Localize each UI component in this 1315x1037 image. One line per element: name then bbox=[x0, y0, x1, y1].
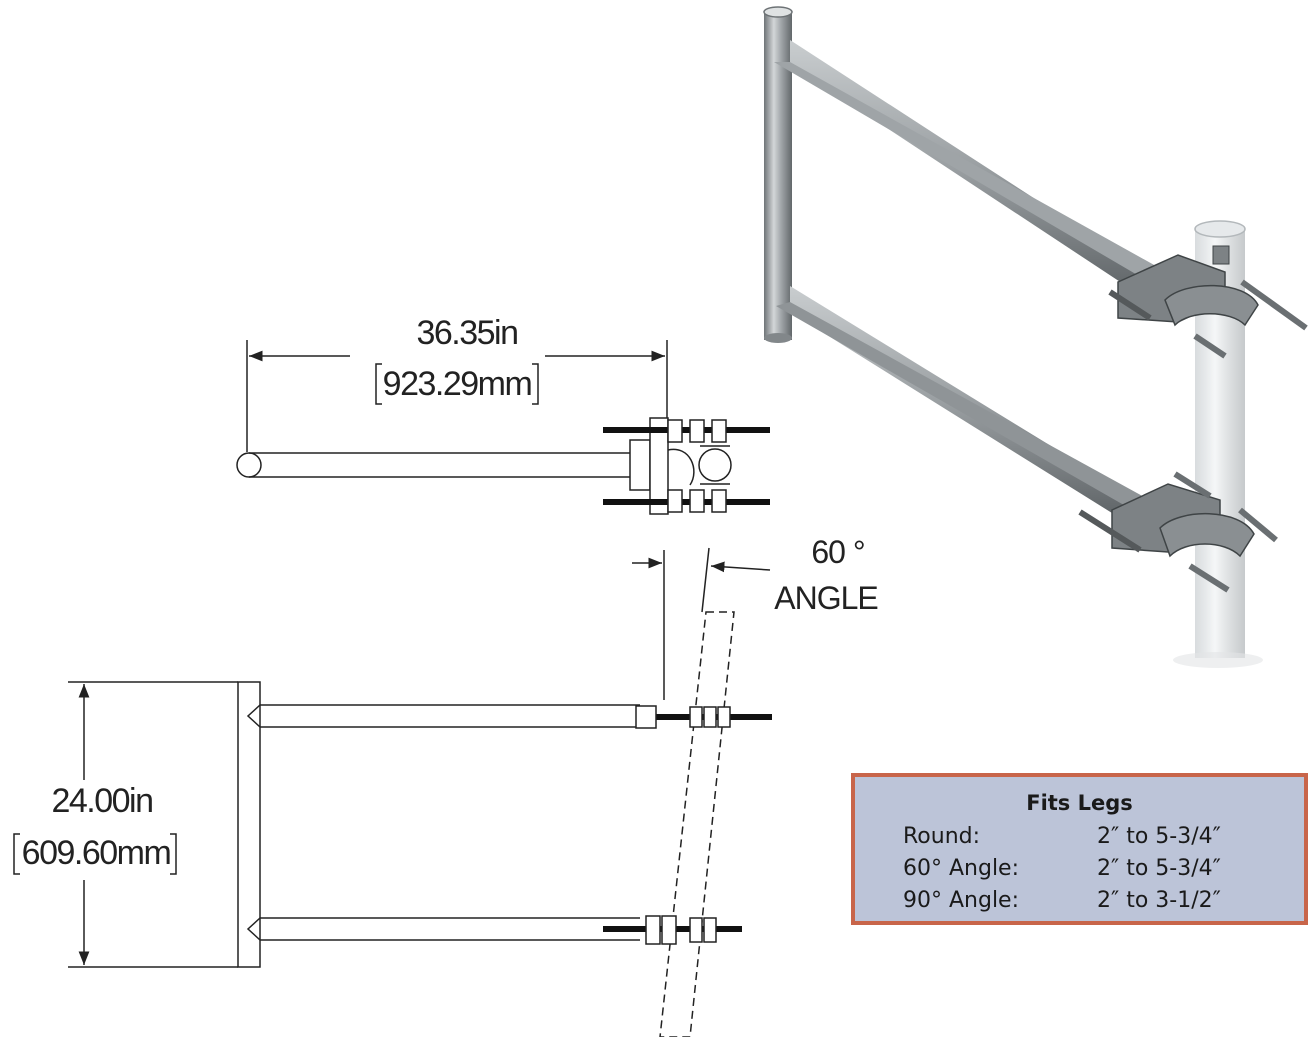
height-mm-bracket-right bbox=[170, 833, 177, 875]
top-view-drawing bbox=[236, 340, 770, 515]
standoff-vertical-pipe bbox=[764, 10, 792, 340]
spec-row-label: 90° Angle: bbox=[903, 888, 1020, 913]
pipe-end-circle bbox=[236, 452, 262, 478]
spec-row-value: 2″ to 5-3/4″ bbox=[1097, 824, 1221, 849]
width-mm-bracket-left bbox=[375, 363, 382, 405]
spec-row-label: 60° Angle: bbox=[903, 856, 1020, 881]
side-view-drawing bbox=[68, 547, 772, 1037]
spec-box-title: Fits Legs bbox=[1026, 791, 1133, 815]
bracket-3d-render bbox=[763, 6, 1308, 668]
angle-arrow-right bbox=[710, 561, 771, 573]
upper-diagonal-arm bbox=[774, 62, 1190, 300]
lower-diagonal-arm bbox=[776, 302, 1195, 540]
upper-clamp bbox=[1108, 245, 1308, 359]
width-inches-label: 36.35in bbox=[416, 314, 517, 352]
spec-row-value: 2″ to 3-1/2″ bbox=[1097, 888, 1221, 913]
height-mm-bracket-left bbox=[13, 833, 20, 875]
spec-row-value: 2″ to 5-3/4″ bbox=[1097, 856, 1221, 881]
spec-row-label: Round: bbox=[903, 824, 981, 849]
dashed-leg-outline bbox=[659, 611, 735, 1037]
fits-legs-spec-box: Fits Legs Round: 2″ to 5-3/4″ 60° Angle:… bbox=[851, 773, 1308, 925]
width-mm-bracket-right bbox=[532, 363, 539, 405]
standoff-plate bbox=[237, 681, 261, 968]
lower-clamp bbox=[1078, 471, 1278, 593]
angle-value-label: 60 ° bbox=[811, 534, 864, 570]
height-inches-label: 24.00in bbox=[51, 782, 152, 820]
angle-text-label: ANGLE bbox=[774, 580, 877, 616]
height-mm-label: 609.60mm bbox=[22, 834, 171, 872]
width-mm-label: 923.29mm bbox=[383, 365, 532, 403]
